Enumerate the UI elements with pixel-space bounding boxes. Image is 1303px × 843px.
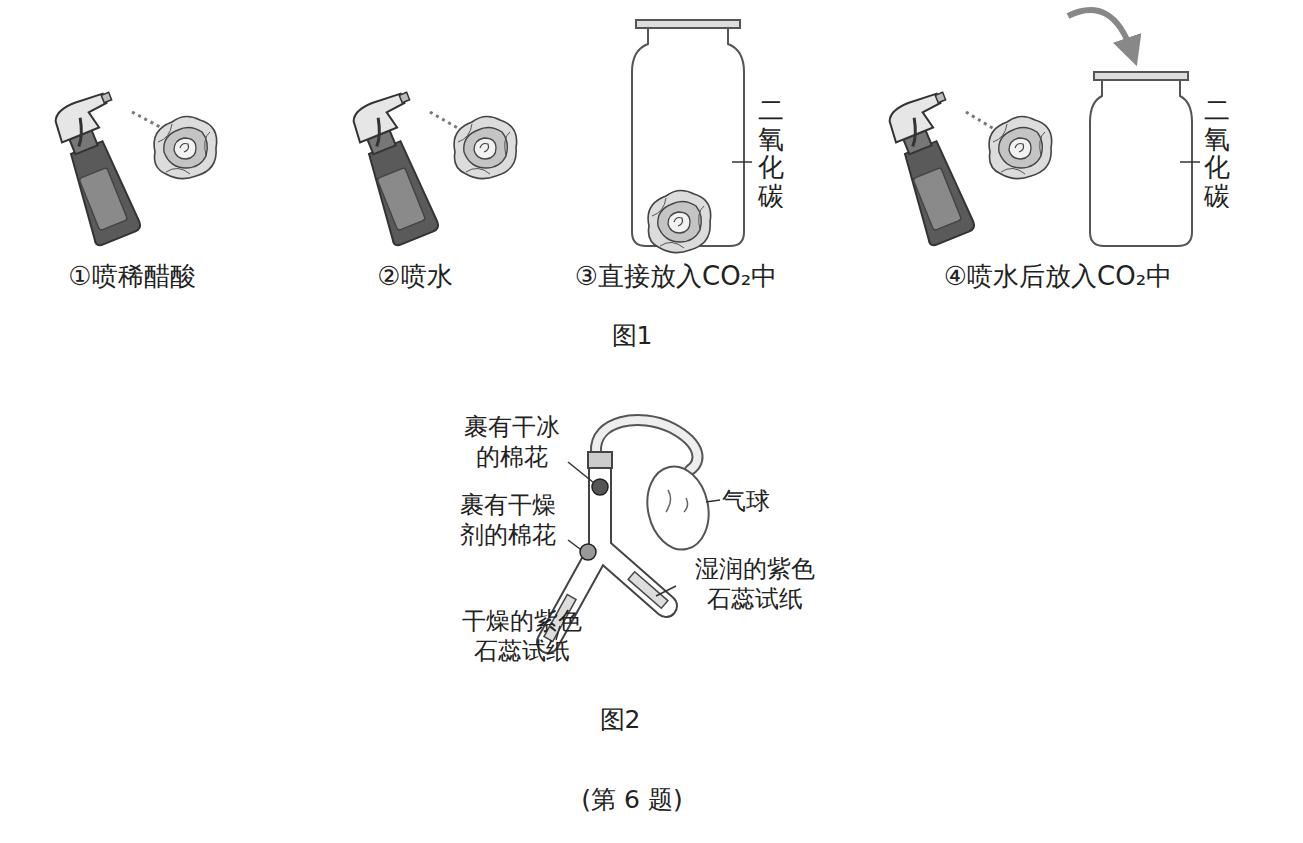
balloon <box>640 461 716 556</box>
wet-litmus-paper <box>628 572 668 608</box>
move-arrow <box>1068 10 1132 52</box>
part-label: ①喷稀醋酸 <box>68 260 195 293</box>
spray-bottle <box>44 90 161 247</box>
part-label: 干燥的紫色石蕊试纸 <box>460 606 584 666</box>
flower <box>454 116 517 178</box>
figure-number: 图2 <box>600 704 641 735</box>
flower <box>648 190 711 252</box>
cotton-dry-ice <box>592 479 608 495</box>
flower <box>989 116 1052 178</box>
part-label: 湿润的紫色石蕊试纸 <box>693 554 817 614</box>
part-label: ④喷水后放入CO₂中 <box>944 260 1172 293</box>
stopper <box>588 452 612 468</box>
gas-label: 二氧化碳 <box>1204 96 1230 210</box>
spray-bottle <box>878 90 995 247</box>
jar-lid <box>1094 72 1188 80</box>
leader-line <box>1180 161 1200 163</box>
jar-lid <box>636 20 740 28</box>
gas-label: 二氧化碳 <box>758 96 784 210</box>
gas-jar <box>1090 80 1192 246</box>
part-label: 裹有干冰的棉花 <box>462 412 562 472</box>
cotton-desiccant <box>580 544 596 560</box>
caption: (第 6 题) <box>581 784 682 815</box>
part-label: ②喷水 <box>377 260 452 293</box>
figure-number: 图1 <box>612 320 653 351</box>
spray-bottle <box>342 90 459 247</box>
leader-line <box>732 161 752 163</box>
part-label: 气球 <box>722 486 770 516</box>
part-label: ③直接放入CO₂中 <box>575 260 777 293</box>
flower <box>154 116 217 178</box>
part-label: 裹有干燥剂的棉花 <box>458 490 558 550</box>
